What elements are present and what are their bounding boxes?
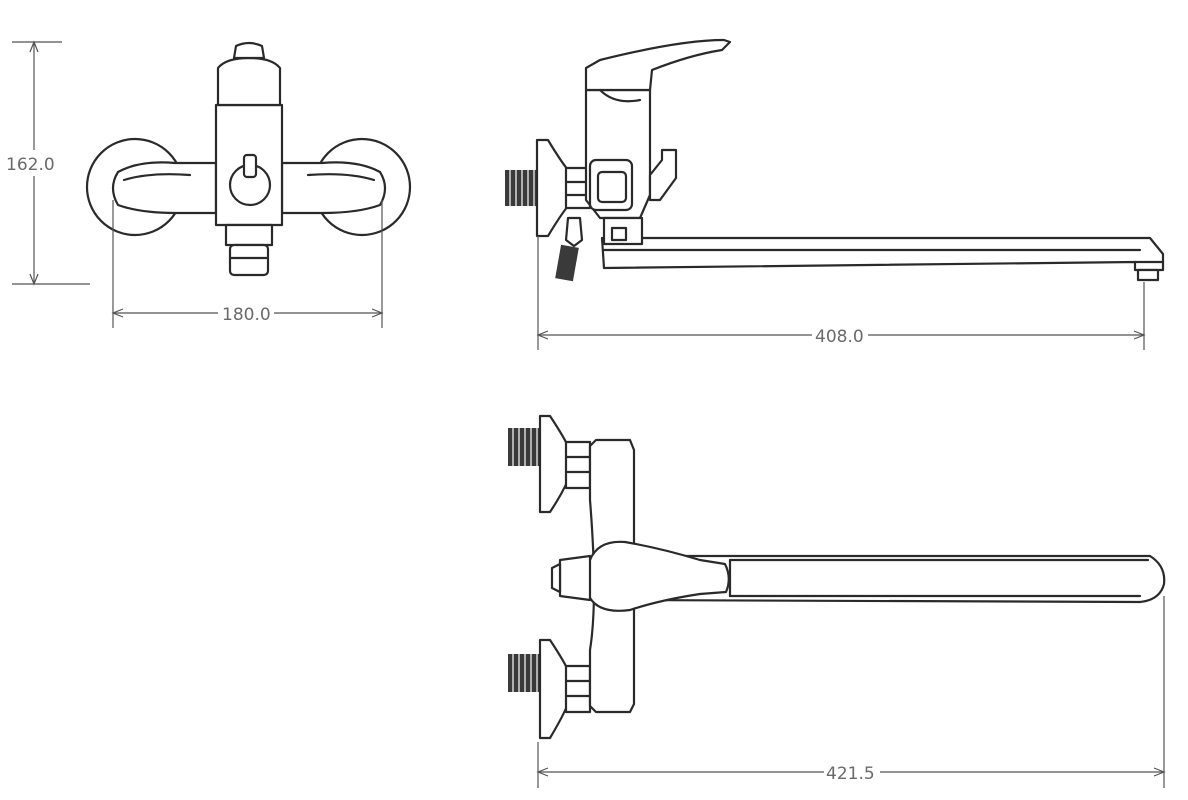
front-left-arm <box>111 161 218 215</box>
front-height-label: 162.0 <box>6 155 55 175</box>
top-upper-hex-nut <box>564 440 592 490</box>
front-handle-cap <box>232 41 266 60</box>
front-diverter-knob <box>242 153 258 179</box>
side-view <box>505 38 1165 282</box>
front-width-label: 180.0 <box>222 305 271 325</box>
top-upper-escutcheon <box>538 414 570 514</box>
top-lower-escutcheon <box>538 638 570 740</box>
front-handle <box>216 56 282 107</box>
front-view <box>85 41 412 277</box>
front-outlet <box>228 243 270 277</box>
side-spout <box>600 236 1165 272</box>
side-length-label: 408.0 <box>815 327 864 347</box>
top-diverter-body <box>558 554 592 602</box>
top-length-label: 421.5 <box>826 764 875 784</box>
top-lower-hex-nut <box>564 664 592 714</box>
top-view <box>508 414 1166 740</box>
front-height-dimension: 162.0 <box>4 40 90 286</box>
side-lever-handle <box>584 38 732 92</box>
side-hose-connector <box>564 216 584 248</box>
top-spout <box>618 554 1166 604</box>
side-hose-thread <box>555 244 579 282</box>
front-right-arm <box>280 161 387 215</box>
top-length-dimension: 421.5 <box>536 596 1166 788</box>
side-diverter-knob <box>648 148 678 202</box>
front-width-dimension: 180.0 <box>111 200 384 328</box>
side-aerator <box>1136 268 1160 282</box>
side-escutcheon <box>535 138 570 238</box>
front-outlet-nut <box>224 223 274 247</box>
front-left-arm-detail <box>122 173 192 182</box>
front-right-arm-detail <box>306 173 376 182</box>
side-length-dimension: 408.0 <box>536 236 1146 350</box>
top-diverter-knob <box>550 562 562 594</box>
